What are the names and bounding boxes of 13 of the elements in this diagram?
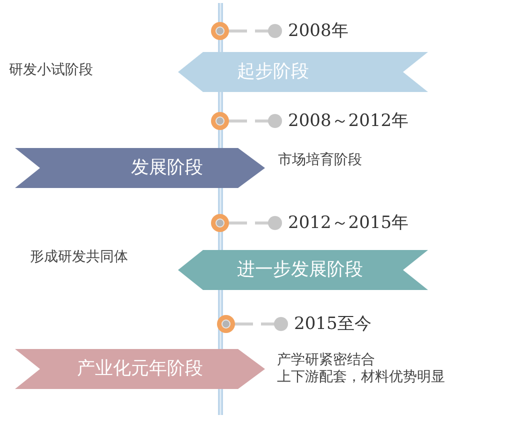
stage-description: 形成研发共同体 [30,249,128,266]
stage-description: 研发小试阶段 [9,62,93,79]
year-label: 2008～2012年 [288,111,409,131]
stage-description: 产学研紧密结合 [277,352,375,369]
stage-banner: 进一步发展阶段 [178,250,428,290]
year-label: 2012～2015年 [288,213,409,233]
stage-banner: 产业化元年阶段 [15,349,265,389]
year-label: 2015至今 [294,314,372,334]
stage-banner: 发展阶段 [15,148,265,188]
stage-description: 上下游配套，材料优势明显 [277,369,445,386]
year-label: 2008年 [288,21,348,41]
stage-description: 市场培育阶段 [278,152,362,169]
stage-banner: 起步阶段 [178,52,428,92]
